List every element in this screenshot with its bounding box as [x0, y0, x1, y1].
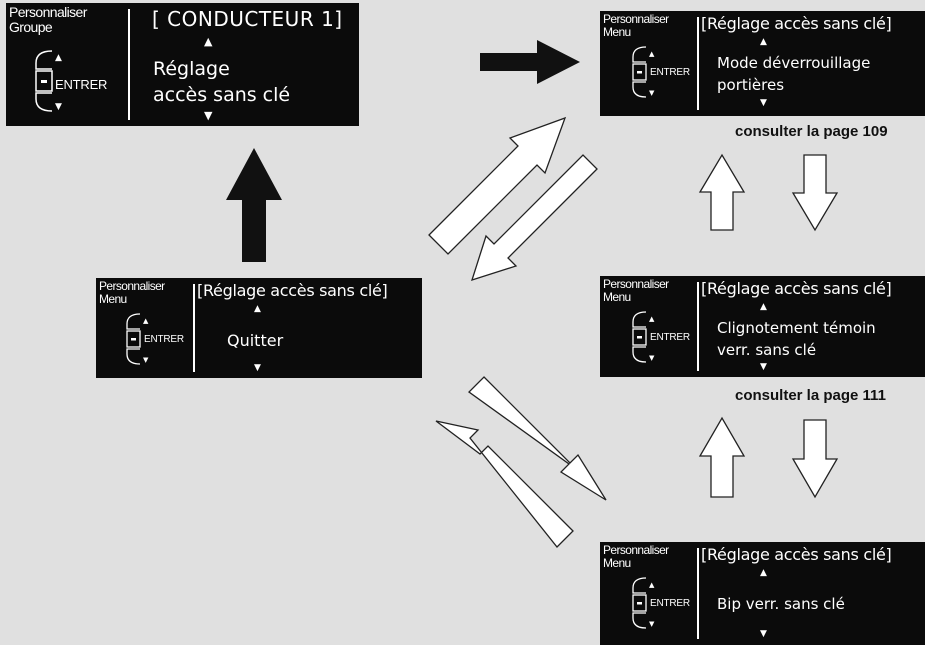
- label-menu: Menu: [603, 556, 631, 570]
- enter-label: ENTRER: [55, 77, 108, 92]
- scroll-down-icon: ▼: [760, 362, 767, 372]
- arrow-down-small-icon: ▼: [649, 620, 655, 628]
- label-personnaliser: Personnaliser: [9, 4, 87, 20]
- hollow-arrow-up-1: [698, 153, 746, 231]
- arrow-down-small-icon: ▼: [143, 356, 149, 364]
- screen-left-label: Personnaliser Groupe: [9, 5, 87, 35]
- page-reference-111: consulter la page 111: [735, 387, 886, 404]
- screen-divider: [697, 282, 699, 371]
- label-groupe: Groupe: [9, 19, 53, 35]
- solid-arrow-right: [480, 40, 580, 84]
- enter-label: ENTRER: [650, 332, 690, 343]
- menu-line-1: Réglage: [153, 58, 230, 80]
- control-knob: ▲ ENTRER ▼: [630, 45, 710, 98]
- control-knob: ▲ ENTRER ▼: [124, 312, 204, 365]
- display-screen-bip: Personnaliser Menu ▲ ENTRER ▼ [Réglage a…: [600, 542, 925, 645]
- menu-line-2: accès sans clé: [153, 84, 291, 106]
- scroll-up-icon: ▲: [760, 302, 767, 312]
- scroll-down-icon: ▼: [254, 363, 261, 373]
- hollow-arrow-up-2: [698, 416, 746, 498]
- arrow-up-small-icon: ▲: [649, 581, 655, 589]
- enter-knob-icon: [126, 313, 141, 365]
- arrow-up-small-icon: ▲: [649, 50, 655, 58]
- screen-left-label: Personnaliser Menu: [99, 280, 165, 306]
- enter-knob-icon: [35, 50, 53, 112]
- hollow-arrow-diag-up-left-2: [435, 420, 574, 548]
- menu-line-2: portières: [717, 76, 785, 94]
- enter-knob-icon: [632, 311, 647, 363]
- scroll-up-icon: ▲: [760, 568, 767, 578]
- screen-left-label: Personnaliser Menu: [603, 278, 669, 304]
- arrow-up-small-icon: ▲: [55, 53, 62, 63]
- arrow-down-small-icon: ▼: [55, 102, 62, 112]
- arrow-up-small-icon: ▲: [649, 315, 655, 323]
- menu-line-1: Mode déverrouillage: [717, 54, 871, 72]
- arrow-down-small-icon: ▼: [649, 89, 655, 97]
- screen-divider: [697, 17, 699, 110]
- menu-line-1: Quitter: [227, 331, 284, 350]
- hollow-arrow-diag-down-right-2: [467, 376, 607, 501]
- menu-line-1: Clignotement témoin: [717, 319, 876, 337]
- display-screen-quitter: Personnaliser Menu ▲ ENTRER ▼ [Réglage a…: [96, 278, 422, 378]
- scroll-up-icon: ▲: [204, 35, 213, 48]
- label-personnaliser: Personnaliser: [603, 543, 669, 557]
- screen-left-label: Personnaliser Menu: [603, 544, 669, 570]
- hollow-arrow-down-1: [791, 154, 839, 232]
- page-reference-109: consulter la page 109: [735, 123, 888, 140]
- scroll-down-icon: ▼: [760, 629, 767, 639]
- display-screen-deverrouillage: Personnaliser Menu ▲ ENTRER ▼ [Réglage a…: [600, 11, 925, 116]
- display-screen-conducteur: Personnaliser Groupe ▲ ENTRER ▼ [ CONDUC…: [6, 3, 359, 126]
- enter-label: ENTRER: [650, 598, 690, 609]
- screen-title: [ CONDUCTEUR 1]: [152, 7, 343, 31]
- enter-label: ENTRER: [650, 67, 690, 78]
- hollow-arrow-diag-up-right-1: [428, 116, 567, 255]
- scroll-up-icon: ▲: [254, 304, 261, 314]
- screen-title: [Réglage accès sans clé]: [701, 545, 892, 564]
- hollow-arrow-down-2: [791, 419, 839, 499]
- label-menu: Menu: [99, 292, 127, 306]
- screen-divider: [193, 284, 195, 372]
- enter-label: ENTRER: [144, 334, 184, 345]
- control-knob: ▲ ENTRER ▼: [32, 49, 112, 112]
- arrow-up-small-icon: ▲: [143, 317, 149, 325]
- scroll-down-icon: ▼: [204, 109, 213, 122]
- display-screen-clignotement: Personnaliser Menu ▲ ENTRER ▼ [Réglage a…: [600, 276, 925, 377]
- scroll-down-icon: ▼: [760, 98, 767, 108]
- screen-title: [Réglage accès sans clé]: [701, 279, 892, 298]
- menu-line-1: Bip verr. sans clé: [717, 595, 845, 613]
- label-personnaliser: Personnaliser: [99, 279, 165, 293]
- menu-line-2: verr. sans clé: [717, 341, 817, 359]
- hollow-arrow-diag-down-left-1: [470, 154, 598, 282]
- label-personnaliser: Personnaliser: [603, 12, 669, 26]
- screen-title: [Réglage accès sans clé]: [197, 281, 388, 300]
- screen-left-label: Personnaliser Menu: [603, 13, 669, 39]
- enter-knob-icon: [632, 577, 647, 629]
- arrow-down-small-icon: ▼: [649, 354, 655, 362]
- solid-arrow-up: [226, 148, 282, 262]
- control-knob: ▲ ENTRER ▼: [630, 576, 710, 629]
- scroll-up-icon: ▲: [760, 37, 767, 47]
- screen-divider: [128, 9, 130, 120]
- screen-divider: [697, 548, 699, 639]
- screen-title: [Réglage accès sans clé]: [701, 14, 892, 33]
- label-menu: Menu: [603, 25, 631, 39]
- control-knob: ▲ ENTRER ▼: [630, 310, 710, 363]
- label-personnaliser: Personnaliser: [603, 277, 669, 291]
- enter-knob-icon: [632, 46, 647, 98]
- label-menu: Menu: [603, 290, 631, 304]
